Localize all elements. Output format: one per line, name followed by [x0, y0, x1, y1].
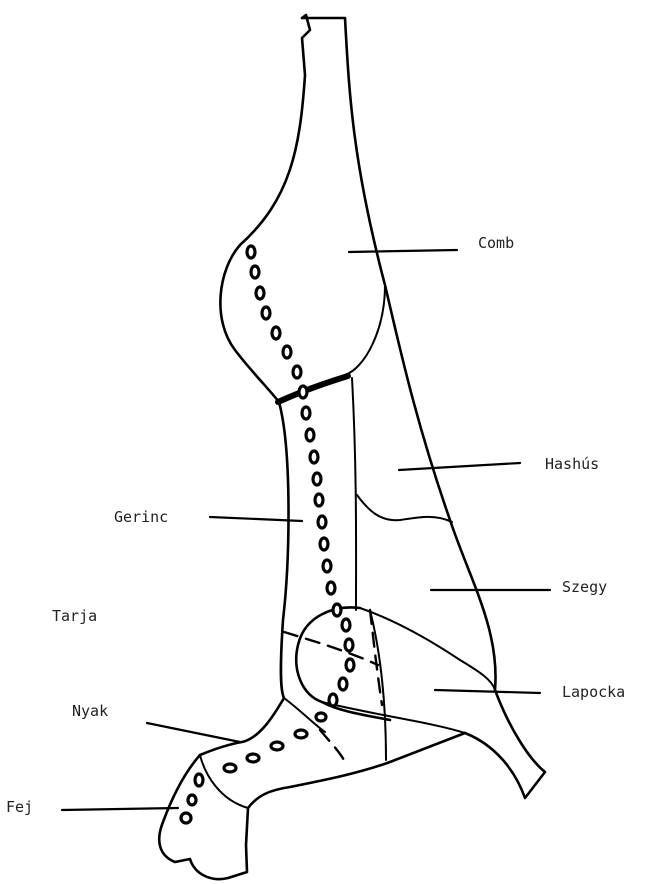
hashus-leader: [399, 463, 520, 470]
gerinc-label: Gerinc: [114, 508, 168, 526]
head-line: [200, 755, 248, 808]
head-outline: [159, 733, 465, 879]
nyak-leader: [147, 723, 240, 742]
lapocka-label: Lapocka: [562, 683, 625, 701]
dashed-line-3: [320, 730, 345, 762]
tarja-label: Tarja: [52, 607, 97, 625]
body-left-outline: [200, 402, 289, 755]
lapocka-leader: [435, 690, 540, 693]
top-end-outline: [220, 15, 310, 402]
nyak-label: Nyak: [72, 702, 108, 720]
comb-leader: [349, 250, 457, 252]
center-line: [352, 378, 356, 610]
spine-dots: [181, 246, 354, 823]
comb-boundary: [345, 285, 385, 375]
szegy-label: Szegy: [562, 578, 607, 596]
hashus-label: Hashús: [545, 455, 599, 473]
shoulder-lower: [360, 608, 495, 690]
section-mark: [278, 376, 348, 402]
fej-label: Fej: [6, 798, 33, 816]
fej-leader: [62, 808, 178, 810]
comb-label: Comb: [478, 234, 514, 252]
shoulder-base: [322, 702, 465, 733]
flank-boundary: [357, 495, 452, 522]
